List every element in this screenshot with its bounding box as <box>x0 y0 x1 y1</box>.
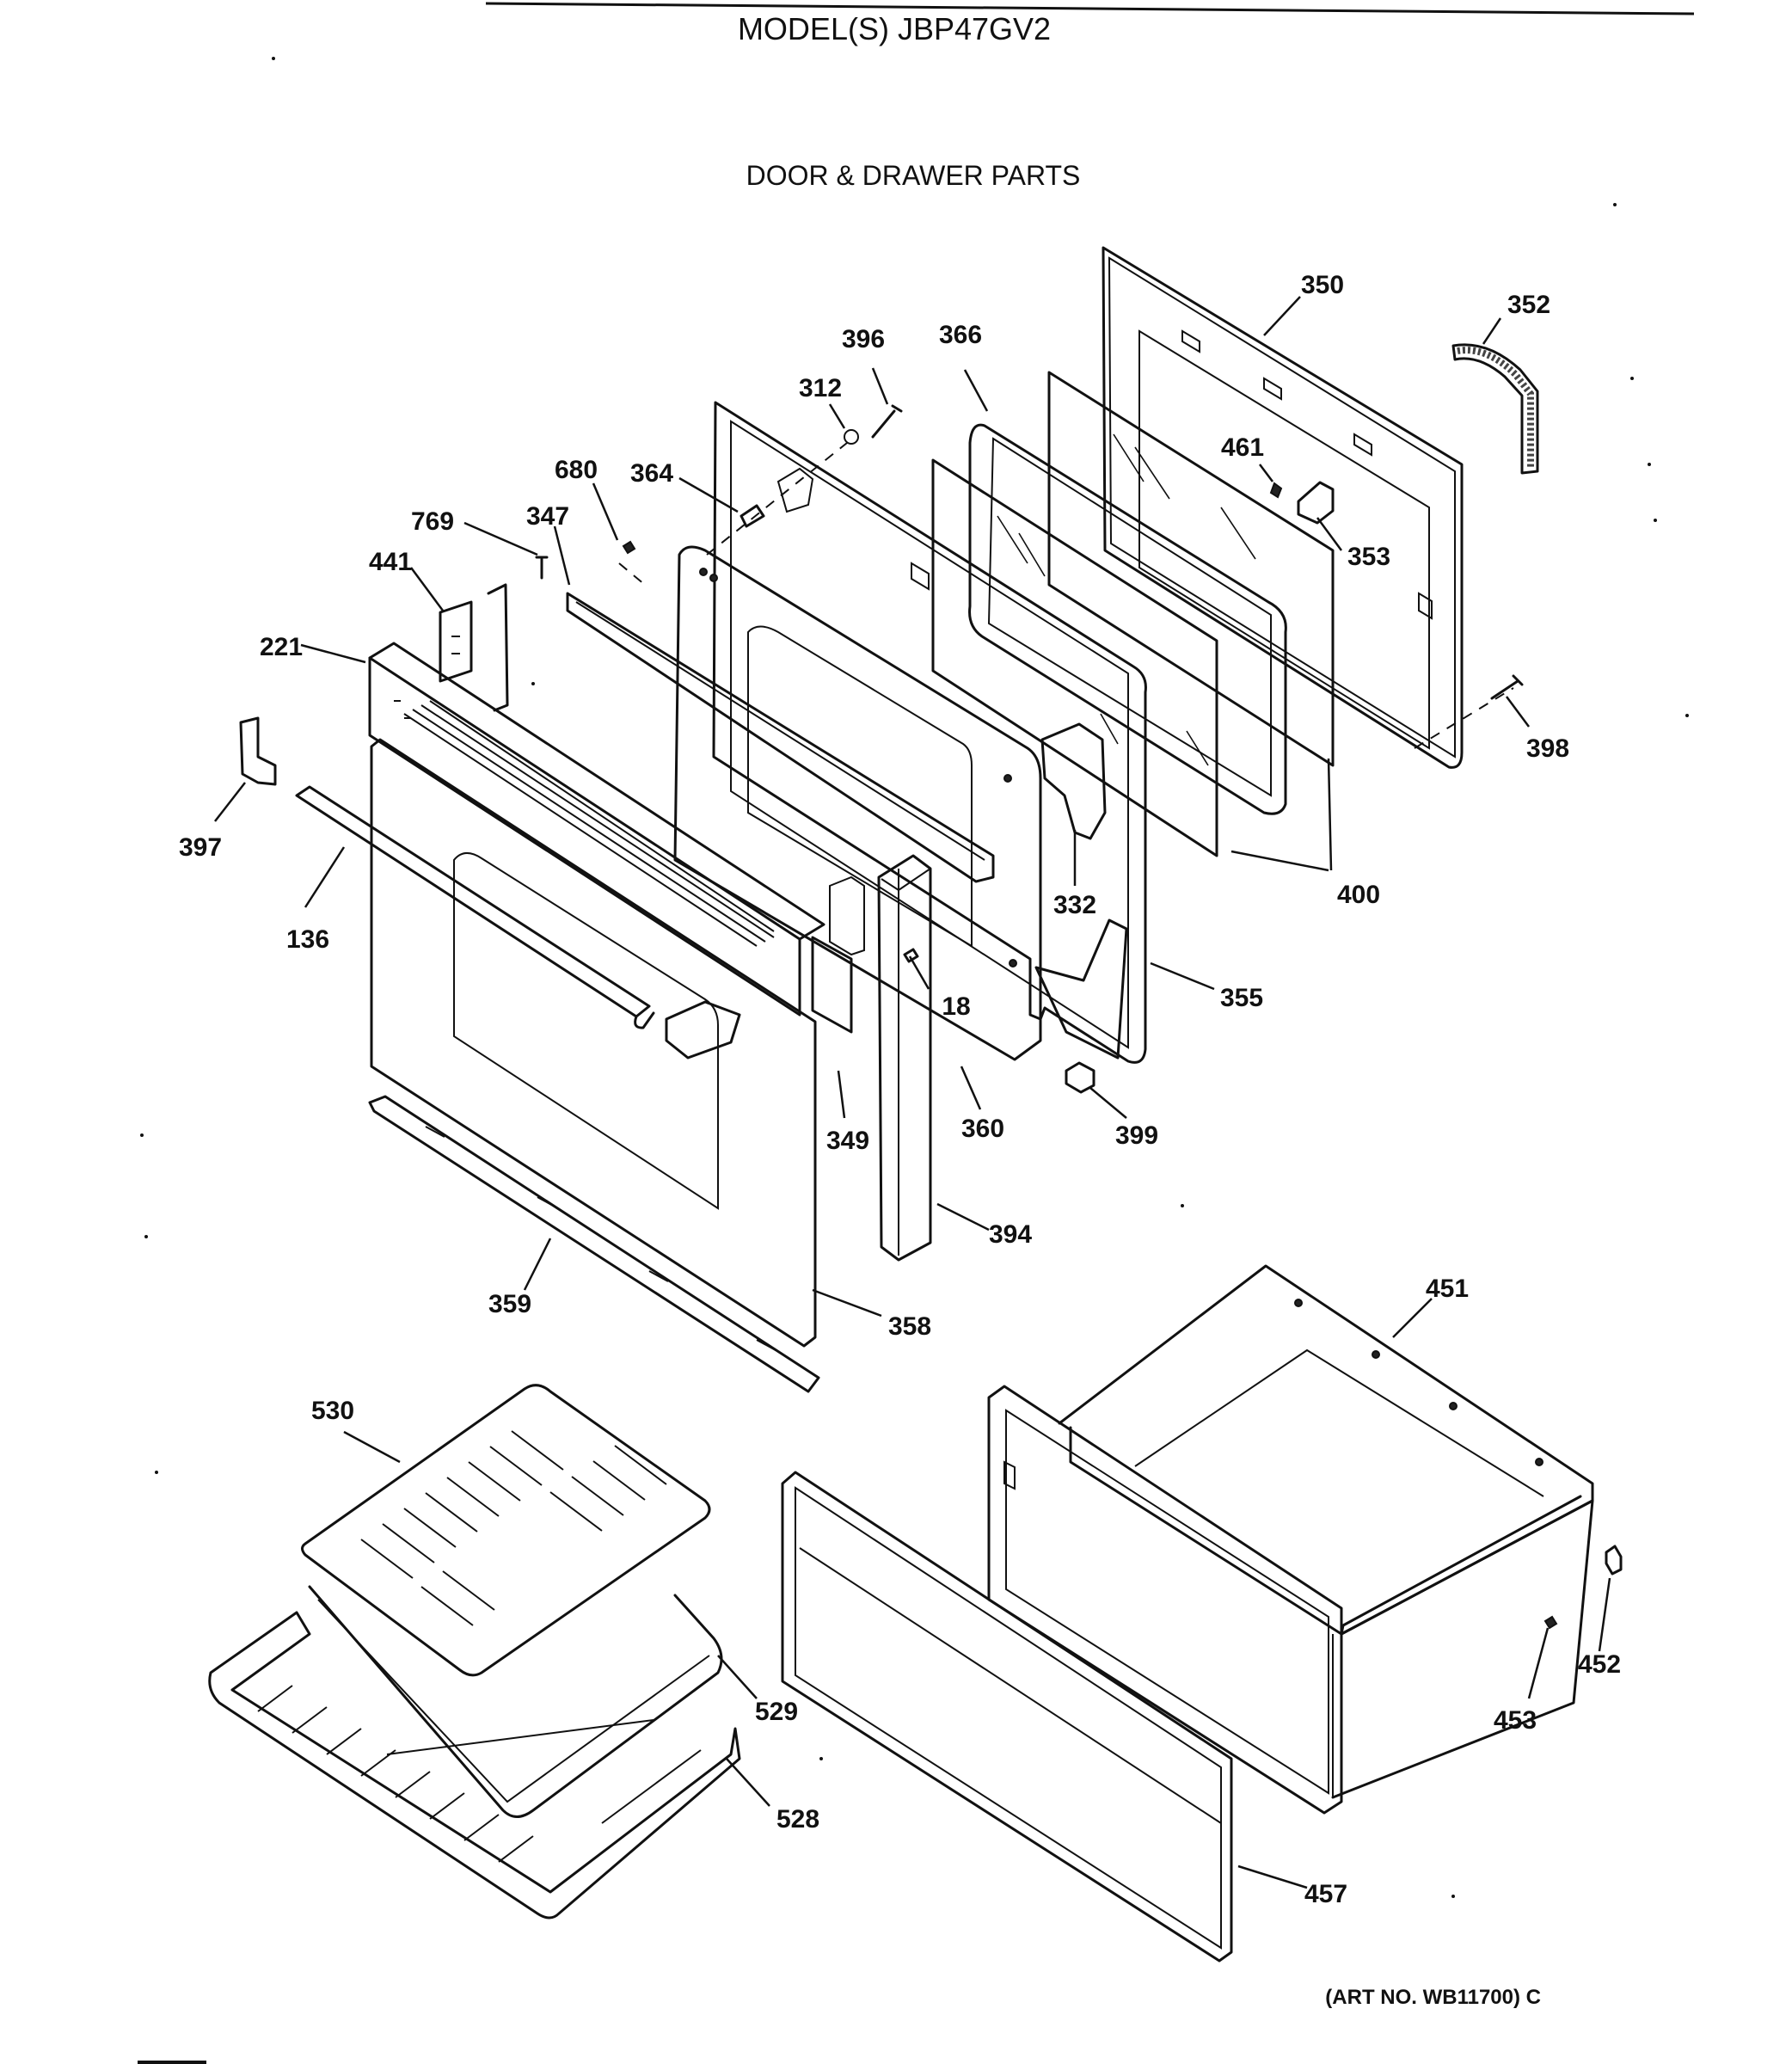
callout-457: 457 <box>1304 1880 1347 1908</box>
part-397-door-clip <box>239 716 277 786</box>
part-530-broiler-pan-insert <box>301 1384 711 1677</box>
callout-461: 461 <box>1221 433 1264 462</box>
callout-312: 312 <box>799 374 842 402</box>
part-769-screw <box>535 556 549 580</box>
callout-396: 396 <box>842 325 885 353</box>
callout-398: 398 <box>1526 734 1569 763</box>
part-399-bumper <box>1065 1061 1095 1094</box>
callout-366: 366 <box>939 321 982 349</box>
part-364-hinge-pin <box>740 504 765 528</box>
callout-352: 352 <box>1507 291 1550 319</box>
part-528-broiler-rack <box>208 1611 741 1920</box>
part-221-vent-trim <box>368 642 825 1017</box>
part-352-door-gasket <box>1451 343 1539 475</box>
scan-specks <box>138 57 1689 2064</box>
callout-451: 451 <box>1426 1275 1469 1303</box>
alignment-line-lower <box>1414 687 1514 749</box>
part-347-door-rail <box>566 592 995 883</box>
callout-452: 452 <box>1578 1650 1621 1679</box>
callout-453: 453 <box>1494 1706 1537 1735</box>
callout-394: 394 <box>989 1220 1032 1249</box>
callout-769: 769 <box>411 507 454 536</box>
callout-399: 399 <box>1115 1121 1158 1150</box>
art-number: (ART NO. WB11700) C <box>1325 1986 1541 2009</box>
part-400-door-glass <box>931 371 1335 857</box>
callout-359: 359 <box>488 1290 531 1318</box>
part-398-screw <box>1490 674 1524 700</box>
part-349-panel <box>811 936 853 1034</box>
callout-358: 358 <box>888 1312 931 1341</box>
callout-364: 364 <box>630 459 673 488</box>
callout-397: 397 <box>179 833 222 862</box>
part-453-screw <box>1543 1615 1558 1630</box>
callout-347: 347 <box>526 502 569 531</box>
part-394-door-channel <box>829 854 932 1262</box>
callout-350: 350 <box>1301 271 1344 299</box>
callout-441: 441 <box>369 548 412 576</box>
part-457-drawer-front <box>781 1471 1233 1963</box>
callout-355: 355 <box>1220 984 1263 1012</box>
callout-leader-lines <box>214 296 1611 1889</box>
callout-680: 680 <box>555 456 598 484</box>
callout-18: 18 <box>942 992 970 1021</box>
part-441-hinge <box>439 583 509 712</box>
part-680-screw <box>622 540 636 555</box>
header-rule <box>485 2 1695 15</box>
part-332-door-duct <box>1040 722 1107 840</box>
callout-349: 349 <box>826 1127 869 1155</box>
part-359-door-bottom-trim <box>368 1095 820 1393</box>
callout-530: 530 <box>311 1397 354 1425</box>
part-358-door-glass-panel <box>370 738 817 1348</box>
alignment-line-upper <box>618 442 848 586</box>
section-title: DOOR & DRAWER PARTS <box>746 160 1081 191</box>
part-312-nut <box>844 429 859 445</box>
callout-136: 136 <box>286 925 329 954</box>
part-353-door-bracket <box>1297 481 1335 525</box>
model-title: MODEL(S) JBP47GV2 <box>738 11 1051 46</box>
part-396-screw <box>871 404 903 439</box>
callout-400: 400 <box>1337 881 1380 909</box>
callout-360: 360 <box>961 1115 1004 1143</box>
part-350-outer-door-panel <box>1102 246 1464 769</box>
part-355-door-liner <box>712 401 1147 1064</box>
part-360-inner-door-panel <box>673 545 1042 1061</box>
part-366-inner-glass-frame <box>968 423 1287 815</box>
callout-332: 332 <box>1053 891 1096 919</box>
part-451-drawer-body <box>1058 1264 1594 1799</box>
callout-221: 221 <box>260 633 303 661</box>
callout-528: 528 <box>776 1805 819 1834</box>
part-18-screw <box>903 948 919 963</box>
part-136-door-handle <box>295 785 741 1060</box>
callout-353: 353 <box>1347 543 1390 571</box>
callout-529: 529 <box>755 1698 798 1726</box>
part-461-screw <box>1269 482 1283 499</box>
part-529-broiler-pan <box>308 1585 723 1818</box>
part-452-drawer-glide-stop <box>1605 1545 1623 1576</box>
